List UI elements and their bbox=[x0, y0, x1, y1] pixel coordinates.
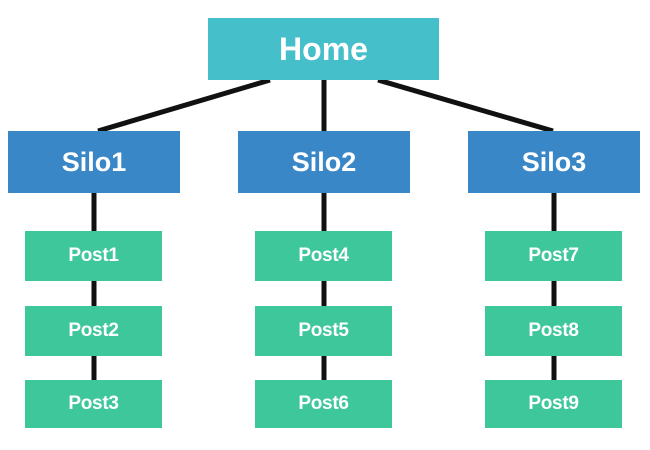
connector-home-silo3 bbox=[377, 77, 554, 134]
post-node-9: Post9 bbox=[485, 380, 622, 428]
post-node-2: Post2 bbox=[25, 306, 162, 356]
post-node-1: Post1 bbox=[25, 231, 162, 281]
post-node-8: Post8 bbox=[485, 306, 622, 356]
silo-node-1: Silo1 bbox=[8, 131, 180, 193]
home-node: Home bbox=[208, 18, 439, 80]
post-node-5: Post5 bbox=[255, 306, 392, 356]
post-node-4: Post4 bbox=[255, 231, 392, 281]
silo-node-3: Silo3 bbox=[468, 131, 640, 193]
silo-node-2: Silo2 bbox=[238, 131, 410, 193]
post-node-7: Post7 bbox=[485, 231, 622, 281]
connector-home-silo1 bbox=[97, 77, 271, 134]
post-node-3: Post3 bbox=[25, 380, 162, 428]
post-node-6: Post6 bbox=[255, 380, 392, 428]
